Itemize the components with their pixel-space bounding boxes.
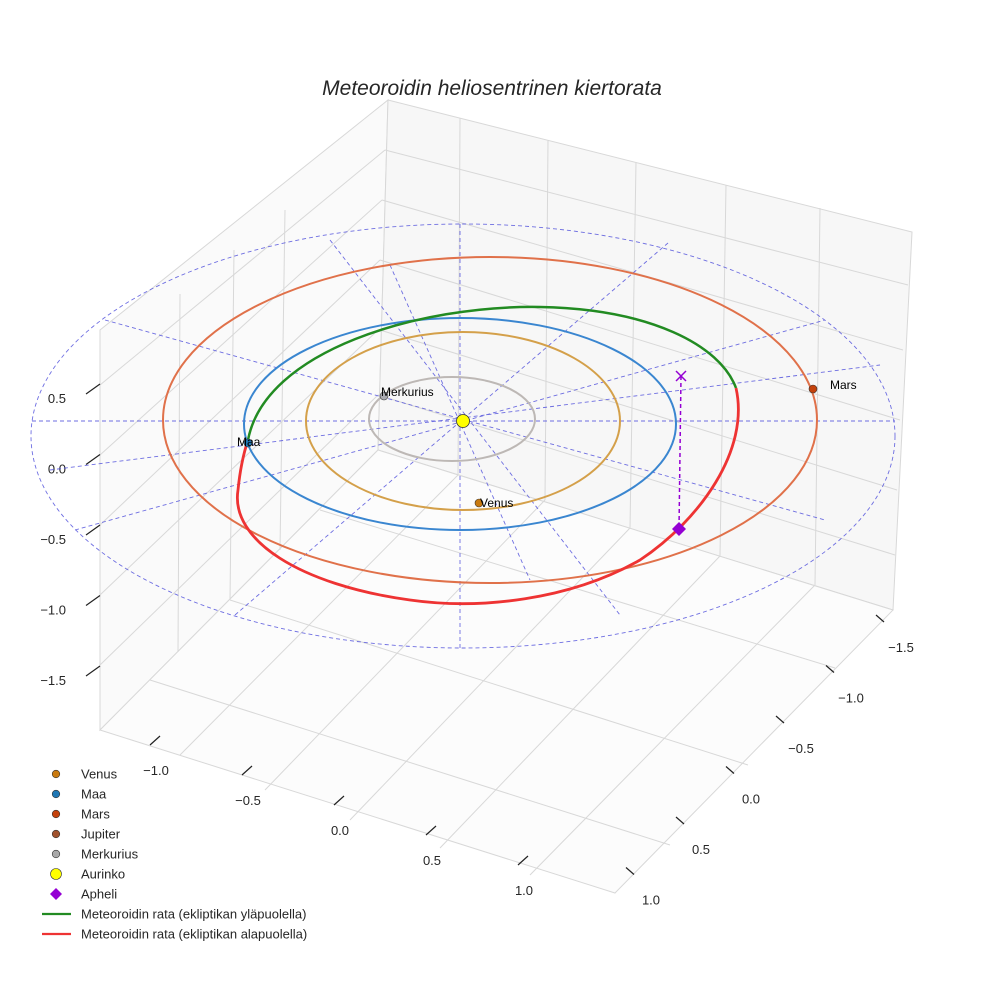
- x-tick-mark: [149, 735, 161, 746]
- legend-label: Maa: [81, 787, 107, 802]
- z-tick-mark: [85, 524, 101, 536]
- legend-label: Apheli: [81, 887, 117, 902]
- legend-label: Merkurius: [81, 847, 139, 862]
- y-tick-label: −1.0: [838, 691, 864, 706]
- x-tick-mark: [333, 795, 345, 806]
- apheli-dropline: [678, 375, 682, 530]
- legend-item: Venus: [51, 767, 118, 782]
- axis-ticks: −1.0 −0.5 0.0 0.5 1.0 −1.5 −1.0 −0.5 0.0 0.5 1.0 0.…: [40, 383, 914, 908]
- x-tick-mark: [425, 825, 437, 836]
- y-tick-mark: [625, 867, 635, 875]
- venus-orbit: [305, 331, 621, 511]
- aurinko-marker: [456, 414, 470, 428]
- meteoroid-orbit-above: [246, 305, 738, 441]
- legend-circle-icon: [51, 769, 61, 779]
- x-tick-label: 1.0: [515, 883, 533, 898]
- y-tick-mark: [675, 816, 685, 825]
- legend-label: Meteoroidin rata (ekliptikan alapuolella…: [81, 927, 307, 942]
- legend-item: Jupiter: [51, 827, 121, 842]
- y-tick-label: 0.0: [742, 792, 760, 807]
- venus-marker: [474, 498, 484, 508]
- legend-item: Apheli: [50, 887, 117, 902]
- legend-label: Jupiter: [81, 827, 121, 842]
- x-tick-mark: [517, 855, 529, 866]
- y-tick-label: 0.5: [692, 842, 710, 857]
- meteoroid-orbit-below: [236, 387, 740, 605]
- legend-item: Meteoroidin rata (ekliptikan yläpuolella…: [42, 907, 306, 922]
- axis-panes: [99, 98, 913, 894]
- y-tick-mark: [725, 766, 735, 774]
- maa-marker: [243, 438, 253, 448]
- apheli-projection-x-marker: [675, 370, 687, 382]
- legend-label: Meteoroidin rata (ekliptikan yläpuolella…: [81, 907, 306, 922]
- label-merkurius: Merkurius: [381, 385, 434, 399]
- y-tick-mark: [825, 665, 835, 673]
- z-tick-mark: [85, 383, 101, 395]
- z-tick-label: −0.5: [40, 532, 66, 547]
- legend-circle-icon: [51, 829, 61, 839]
- z-tick-mark: [85, 454, 101, 465]
- merkurius-marker: [379, 391, 389, 401]
- x-tick-mark: [241, 765, 253, 776]
- legend-item: Meteoroidin rata (ekliptikan alapuolella…: [42, 927, 307, 942]
- x-tick-label: −1.0: [143, 763, 169, 778]
- legend-circle-icon: [51, 849, 61, 859]
- mars-orbit: [162, 256, 818, 584]
- x-tick-label: 0.5: [423, 853, 441, 868]
- z-tick-label: −1.0: [40, 603, 66, 618]
- legend-circle-icon: [51, 789, 61, 799]
- label-mars: Mars: [830, 378, 857, 392]
- legend-circle-icon: [51, 809, 61, 819]
- legend-item: Merkurius: [51, 847, 139, 862]
- legend-label: Venus: [81, 767, 118, 782]
- label-venus: Venus: [480, 496, 513, 510]
- apheli-marker: [672, 522, 686, 536]
- legend-item: Maa: [51, 787, 107, 802]
- mars-marker: [808, 384, 818, 394]
- legend-label: Aurinko: [81, 867, 125, 882]
- x-tick-label: 0.0: [331, 823, 349, 838]
- z-tick-mark: [85, 595, 101, 606]
- legend: VenusMaaMarsJupiterMerkuriusAurinkoAphel…: [42, 767, 307, 942]
- earth-orbit: [243, 317, 677, 531]
- z-tick-label: −1.5: [40, 673, 66, 688]
- legend-item: Mars: [51, 807, 110, 822]
- x-tick-label: −0.5: [235, 793, 261, 808]
- label-maa: Maa: [237, 435, 261, 449]
- merkurius-orbit: [368, 376, 536, 462]
- y-tick-label: −0.5: [788, 741, 814, 756]
- y-tick-mark: [875, 614, 885, 623]
- planet-orbits: [162, 256, 818, 584]
- z-tick-mark: [85, 665, 101, 677]
- legend-circle-icon: [50, 868, 62, 880]
- legend-diamond-icon: [50, 888, 62, 900]
- z-tick-label: 0.5: [48, 391, 66, 406]
- y-tick-mark: [775, 715, 785, 724]
- legend-item: Aurinko: [50, 867, 125, 882]
- chart-title: Meteoroidin heliosentrinen kiertorata: [322, 77, 662, 100]
- legend-label: Mars: [81, 807, 110, 822]
- y-tick-label: −1.5: [888, 640, 914, 655]
- y-tick-label: 1.0: [642, 893, 660, 908]
